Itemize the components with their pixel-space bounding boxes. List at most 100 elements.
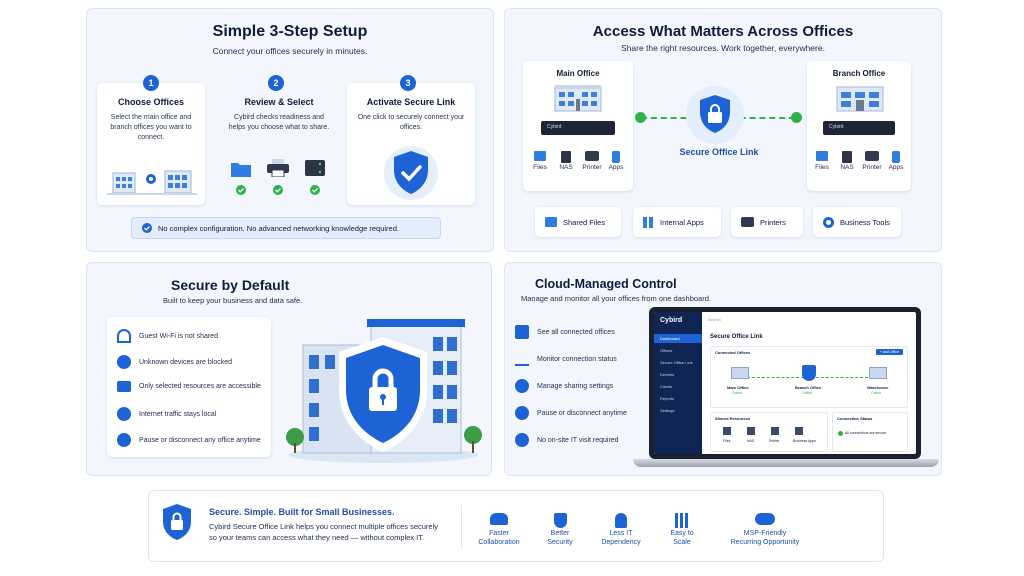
check-icon bbox=[236, 185, 246, 195]
phone-icon bbox=[892, 151, 900, 163]
step-1-number: 1 bbox=[143, 75, 159, 91]
resource-label: Printer bbox=[582, 164, 602, 171]
step-2-title: Review & Select bbox=[244, 97, 314, 107]
user-icon bbox=[515, 433, 529, 447]
secure-item-text: Guest Wi-Fi is not shared bbox=[139, 332, 218, 340]
router-device: Cybird bbox=[541, 121, 615, 135]
cloud-item-text: Monitor connection status bbox=[537, 355, 617, 363]
nav-item-offices[interactable]: Offices bbox=[660, 348, 673, 353]
nav-item-secure-office-link[interactable]: Secure Office Link bbox=[660, 360, 693, 365]
benefit-line-2: Recurring Opportunity bbox=[730, 539, 800, 546]
connection-status-label: Connection Status bbox=[837, 416, 873, 421]
resource-icons bbox=[723, 427, 815, 435]
router-device: Cybird bbox=[823, 121, 895, 135]
step-1-title: Choose Offices bbox=[117, 97, 184, 107]
dashboard-brand: Cybird bbox=[660, 317, 683, 324]
resource-apps: Apps bbox=[883, 151, 909, 171]
shared-item: Printer bbox=[769, 439, 780, 443]
warehouse-icon bbox=[869, 367, 887, 379]
benefit-line-2: Scale bbox=[673, 539, 691, 546]
team-icon bbox=[490, 513, 508, 525]
dashboard: Cybird Dashboard Offices Secure Office L… bbox=[654, 312, 916, 454]
secure-item-text: Only selected resources are accessible bbox=[139, 383, 261, 390]
office-name: Warehouse bbox=[867, 385, 889, 390]
folder-icon bbox=[816, 151, 828, 161]
chip-label: Business Tools bbox=[840, 217, 890, 227]
wifi-off-icon bbox=[117, 329, 131, 343]
nav-item-dashboard[interactable]: Dashboard bbox=[654, 334, 702, 343]
nas-icon bbox=[561, 151, 571, 163]
setup-subtitle: Connect your offices securely in minutes… bbox=[212, 46, 368, 56]
shield-icon bbox=[802, 365, 816, 381]
chip-business-tools[interactable]: Business Tools bbox=[813, 207, 901, 237]
gear-icon bbox=[823, 216, 834, 228]
resource-label: NAS bbox=[559, 164, 573, 171]
connection-status-card: Connection Status All connections are se… bbox=[832, 412, 908, 452]
lock-badge-right bbox=[791, 112, 802, 123]
office-building-icon bbox=[836, 86, 884, 112]
benefit-line-1: MSP-Friendly bbox=[743, 530, 787, 537]
pause-icon bbox=[117, 433, 131, 447]
setup-note-text: No complex configuration. No advanced ne… bbox=[158, 223, 399, 233]
office-status: Online bbox=[802, 391, 813, 395]
status-check-icon bbox=[838, 431, 843, 436]
benefit-line-1: Less IT bbox=[609, 530, 633, 537]
chip-shared-files[interactable]: Shared Files bbox=[535, 207, 621, 237]
office-status: Online bbox=[871, 391, 882, 395]
office-building-icon bbox=[554, 85, 602, 112]
step-3-card: Activate Secure Link One click to secure… bbox=[347, 83, 475, 205]
step-2-card: Review & Select Cybird checks readiness … bbox=[215, 83, 343, 205]
office-status: Online bbox=[732, 391, 743, 395]
office-buildings-icon bbox=[107, 170, 197, 195]
laptop-screen: Cybird Dashboard Offices Secure Office L… bbox=[649, 307, 921, 459]
shared-item: Files bbox=[723, 439, 731, 443]
shared-resources-card: Shared Resources Files NAS Printer Busin… bbox=[710, 412, 828, 452]
nav-item-devices[interactable]: Devices bbox=[660, 372, 675, 377]
step-3-desc: One click to securely connect your offic… bbox=[357, 114, 465, 131]
secure-item: Internet traffic stays local bbox=[117, 407, 216, 421]
cloud-item: Manage sharing settings bbox=[515, 379, 613, 393]
check-badge-icon bbox=[142, 223, 152, 233]
secure-building-shield-illustration bbox=[286, 319, 482, 463]
footer-panel: Secure. Simple. Built for Small Business… bbox=[148, 490, 884, 562]
printer-icon bbox=[267, 159, 289, 177]
office-name: Branch Office bbox=[795, 385, 822, 390]
resource-label: NAS bbox=[840, 164, 854, 171]
secure-item-text: Pause or disconnect any office anytime bbox=[139, 436, 261, 444]
cloud-item: Monitor connection status bbox=[515, 352, 617, 366]
folder-icon bbox=[117, 381, 131, 392]
handshake-icon bbox=[755, 513, 775, 525]
resource-label: Printer bbox=[862, 164, 882, 171]
nav-item-reports[interactable]: Reports bbox=[660, 396, 675, 401]
nas-server-icon bbox=[305, 160, 325, 176]
apps-grid-icon bbox=[643, 216, 654, 228]
resource-files: Files bbox=[809, 151, 835, 171]
add-office-button[interactable]: + Add Office bbox=[875, 349, 903, 355]
main-office-label: Main Office bbox=[556, 69, 600, 78]
router-brand: Cybird bbox=[547, 124, 562, 130]
chip-label: Shared Files bbox=[563, 217, 606, 227]
footer-divider bbox=[461, 505, 462, 549]
benefit-line-2: Collaboration bbox=[478, 539, 520, 546]
nav-item-settings[interactable]: Settings bbox=[660, 408, 675, 413]
secure-subtitle: Built to keep your business and data saf… bbox=[163, 296, 303, 305]
chip-printers[interactable]: Printers bbox=[731, 207, 803, 237]
folder-icon bbox=[534, 151, 546, 161]
chip-label: Printers bbox=[760, 217, 786, 227]
step-2-desc: Cybird checks readiness and helps you ch… bbox=[228, 114, 330, 131]
user-blocked-icon bbox=[117, 355, 131, 369]
nas-icon bbox=[842, 151, 852, 163]
pulse-icon bbox=[515, 352, 529, 366]
printer-icon bbox=[865, 151, 879, 161]
phone-icon bbox=[612, 151, 620, 163]
nav-item-clients[interactable]: Clients bbox=[660, 384, 673, 389]
secure-title: Secure by Default bbox=[171, 277, 290, 293]
dashboard-search[interactable]: Search bbox=[708, 317, 721, 322]
benefit-line-1: Better bbox=[550, 530, 570, 537]
chip-internal-apps[interactable]: Internal Apps bbox=[633, 207, 721, 237]
main-office-card: Main Office Cybird Files NAS Printer App… bbox=[523, 61, 633, 191]
step-3-title: Activate Secure Link bbox=[366, 97, 456, 107]
step-1-card: Choose Offices Select the main office an… bbox=[97, 83, 205, 205]
